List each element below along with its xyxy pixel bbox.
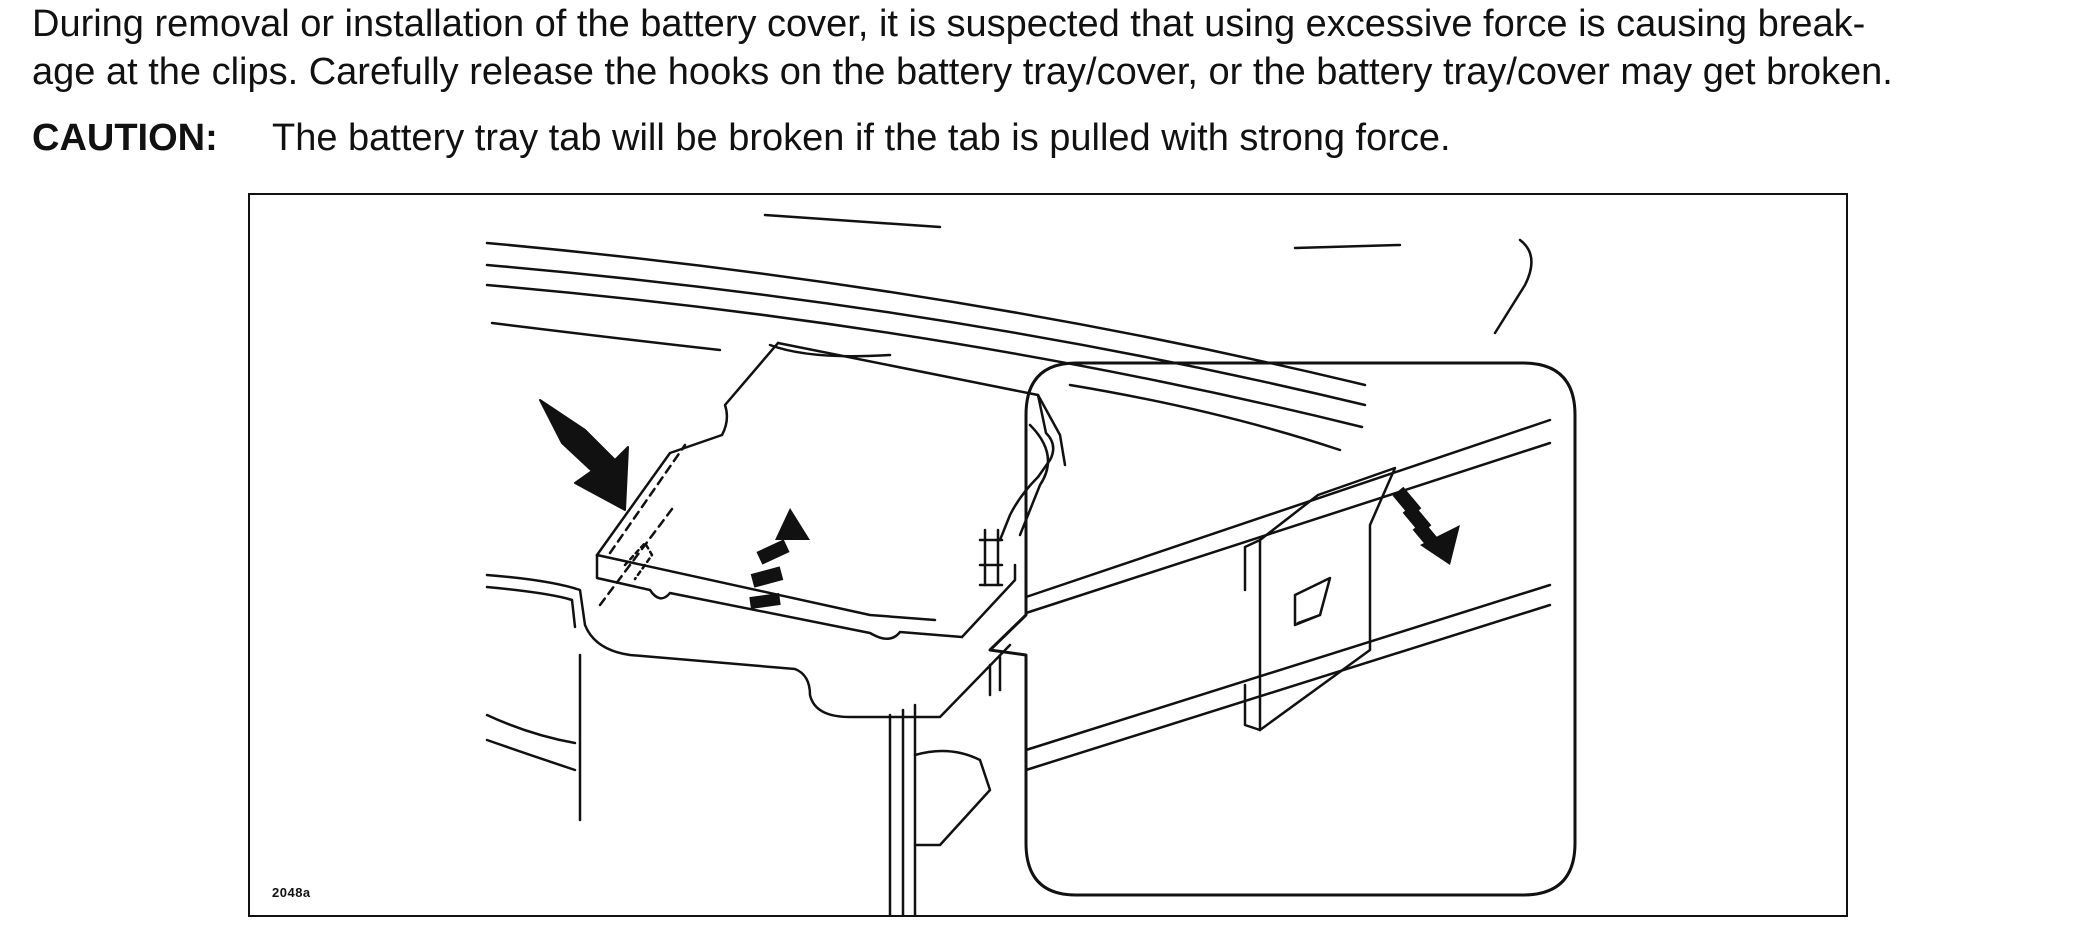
pointer-arrow-icon	[539, 399, 629, 511]
tab-detail	[1024, 418, 1552, 772]
battery-cover-illustration: 2048a	[248, 193, 1848, 917]
figure-code: 2048a	[272, 885, 311, 900]
battery-cover	[595, 341, 1067, 640]
caution-label: CAUTION:	[32, 117, 218, 159]
instruction-line-2: age at the clips. Carefully release the …	[32, 51, 1893, 93]
instruction-paragraph: During removal or installation of the ba…	[32, 0, 2072, 96]
callout-bubble	[988, 361, 1577, 897]
pull-arrow-icon	[1392, 486, 1460, 565]
vehicle-body-lines	[485, 213, 1533, 452]
caution-text: The battery tray tab will be broken if t…	[272, 117, 1451, 159]
instruction-line-1: During removal or installation of the ba…	[32, 3, 1866, 45]
lift-arrow-icon	[749, 508, 810, 610]
battery-tray	[485, 573, 1012, 915]
illustration-drawing	[485, 213, 1577, 915]
caution-note: CAUTION: The battery tray tab will be bro…	[32, 114, 1451, 162]
